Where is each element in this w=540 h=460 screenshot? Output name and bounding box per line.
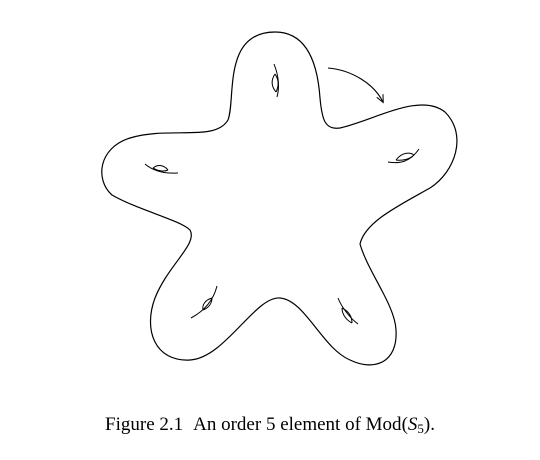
handle-right xyxy=(387,148,420,164)
handle-top xyxy=(271,63,279,98)
genus-5-surface-figure xyxy=(101,31,458,366)
surface-letter: S xyxy=(407,414,418,435)
caption-text-before: An order xyxy=(193,414,262,435)
figure-label: Figure 2.1 xyxy=(105,414,184,435)
surface-outline xyxy=(101,31,458,366)
caption-order: 5 xyxy=(265,414,276,435)
surface-genus: 5 xyxy=(417,421,424,436)
caption-math-group: Mod(S5) xyxy=(365,414,431,436)
handle-left xyxy=(144,163,179,174)
mapping-class-group-name: Mod xyxy=(365,414,402,435)
figure-caption: Figure 2.1 An order 5 element of Mod(S5). xyxy=(0,410,540,444)
handle-lower-right xyxy=(337,297,359,325)
caption-end: . xyxy=(430,414,435,435)
handle-lower-left xyxy=(190,285,218,319)
caption-text-middle: element of xyxy=(280,414,361,435)
rotation-arrow-icon xyxy=(327,67,384,104)
